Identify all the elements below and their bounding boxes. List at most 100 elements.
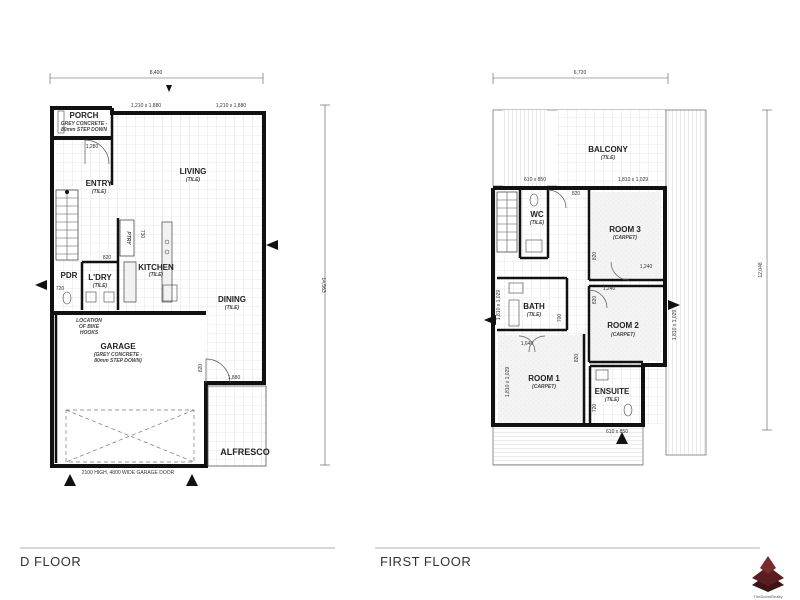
ground-overall-depth: 14,563 <box>320 277 326 293</box>
first-staircase <box>496 191 518 253</box>
ensuite-dim: 720 <box>592 404 598 413</box>
balcony-label: BALCONY <box>588 145 628 154</box>
watermark-logo: TheDoorsRealty <box>752 556 784 599</box>
laundry-label: L'DRY <box>88 273 112 282</box>
living-finish: (TILE) <box>186 177 200 183</box>
garage-finish-1: (GREY CONCRETE - <box>94 352 143 358</box>
laundry-finish: (TILE) <box>93 283 107 289</box>
room2-label: ROOM 2 <box>607 321 639 330</box>
room3-finish: (CARPET) <box>613 235 637 241</box>
first-window-4: 1,810 x 1,029 <box>672 310 678 341</box>
first-dim-3: 820 <box>592 296 598 305</box>
laundry-dim: 820 <box>103 255 112 261</box>
first-dim-2: 820 <box>592 252 598 261</box>
ground-floor-plan: 8,400 14,563 PORCH GREY CONCRETE - 80mm … <box>35 70 330 486</box>
first-floor-title: FIRST FLOOR <box>380 554 471 569</box>
room1-finish: (CARPET) <box>532 384 556 390</box>
porch-label: PORCH <box>70 111 99 120</box>
first-window-1: 610 x 850 <box>524 177 546 183</box>
room3-label: ROOM 3 <box>609 225 641 234</box>
kitchen-island <box>123 261 137 303</box>
kitchen-label: KITCHEN <box>138 263 174 272</box>
wc-label: WC <box>530 210 544 219</box>
entry-dim: 1,280 <box>86 144 99 150</box>
ground-section-marker-bottom-left <box>64 474 76 486</box>
first-dim-1: 820 <box>572 191 581 197</box>
ground-window-2: 1,210 x 1,880 <box>216 103 247 109</box>
dining-dim-2: 1,880 <box>228 375 241 381</box>
roof-right <box>665 109 707 456</box>
bike-location-3: HOOKS <box>80 330 99 336</box>
entry-label: ENTRY <box>86 179 113 188</box>
garage-door-note: 2100 HIGH, 4800 WIDE GARAGE DOOR <box>82 470 175 476</box>
ensuite-finish: (TILE) <box>605 397 619 403</box>
wc-toilet <box>529 193 539 207</box>
porch-meter-box <box>57 110 65 134</box>
bath-finish: (TILE) <box>527 312 541 318</box>
first-section-marker-bottom <box>616 432 628 444</box>
ground-section-marker-top <box>166 85 172 92</box>
room3-dim: 1,240 <box>640 264 653 270</box>
pantry-label: PTRY <box>125 231 131 245</box>
washer-space <box>103 291 115 303</box>
bath-shower <box>508 299 520 327</box>
bike-location-2: OF BIKE <box>79 324 100 330</box>
dining-door <box>205 358 231 384</box>
laundry-tub <box>85 291 97 303</box>
bike-location-1: LOCATION <box>76 318 102 324</box>
roof-bottom <box>492 424 644 466</box>
alfresco-label: ALFRESCO <box>220 447 270 457</box>
first-floor-plan: 6,720 12,048 BALCONY (TILE) 610 x 850 1,… <box>484 70 772 466</box>
balcony-finish: (TILE) <box>601 155 615 161</box>
dining-label: DINING <box>218 295 246 304</box>
bath-label: BATH <box>523 302 545 311</box>
porch-finish-2: 80mm STEP DOWN <box>61 127 107 133</box>
first-dim-4: 820 <box>574 354 580 363</box>
wc-finish: (TILE) <box>530 220 544 226</box>
entry-door <box>84 139 110 165</box>
powder-dim: 720 <box>56 286 65 292</box>
kitchen-finish: (TILE) <box>149 272 163 278</box>
room2-finish: (CARPET) <box>611 332 635 338</box>
dining-finish: (TILE) <box>225 305 239 311</box>
dining-dim-1: 820 <box>198 364 204 373</box>
ground-section-marker-left <box>35 280 47 290</box>
first-section-marker-left <box>484 315 496 325</box>
bath-dim: 700 <box>557 314 563 323</box>
ensuite-toilet <box>623 403 633 417</box>
garage-door-swing <box>65 409 195 463</box>
garage-label: GARAGE <box>100 342 136 351</box>
room2-dim: 1,240 <box>603 286 616 292</box>
room2-door <box>588 289 608 309</box>
ensuite-vanity <box>595 369 609 381</box>
first-window-3: 1,810 x 1,029 <box>496 290 502 321</box>
powder-label: PDR <box>61 271 78 280</box>
ground-overall-width: 8,400 <box>150 70 163 76</box>
ground-window-1: 1,210 x 1,880 <box>131 103 162 109</box>
powder-toilet <box>62 291 72 305</box>
room3-door <box>610 261 630 281</box>
first-section-marker-right <box>668 300 680 310</box>
room1-label: ROOM 1 <box>528 374 560 383</box>
first-window-2: 1,810 x 1,029 <box>618 177 649 183</box>
bath-vanity <box>508 282 524 294</box>
garage-finish-2: 80mm STEP DOWN) <box>94 358 142 364</box>
ground-section-marker-right <box>266 240 278 250</box>
pantry-dim: 730 <box>139 230 145 239</box>
wc-basin <box>525 239 543 253</box>
fridge-space <box>162 284 178 302</box>
room1-dim: 1,640 <box>521 341 534 347</box>
ground-floor-title: D FLOOR <box>20 554 81 569</box>
living-label: LIVING <box>180 167 207 176</box>
wc-door <box>547 189 567 209</box>
ground-staircase <box>55 189 79 261</box>
first-overall-depth: 12,048 <box>758 262 764 278</box>
ground-section-marker-bottom-right <box>186 474 198 486</box>
first-window-5: 1,810 x 1,029 <box>505 367 511 398</box>
entry-finish: (TILE) <box>92 189 106 195</box>
room1-robe-doors <box>518 335 546 353</box>
porch-finish-1: GREY CONCRETE - <box>61 121 108 127</box>
pantry-room <box>119 219 135 257</box>
ensuite-label: ENSUITE <box>595 387 630 396</box>
